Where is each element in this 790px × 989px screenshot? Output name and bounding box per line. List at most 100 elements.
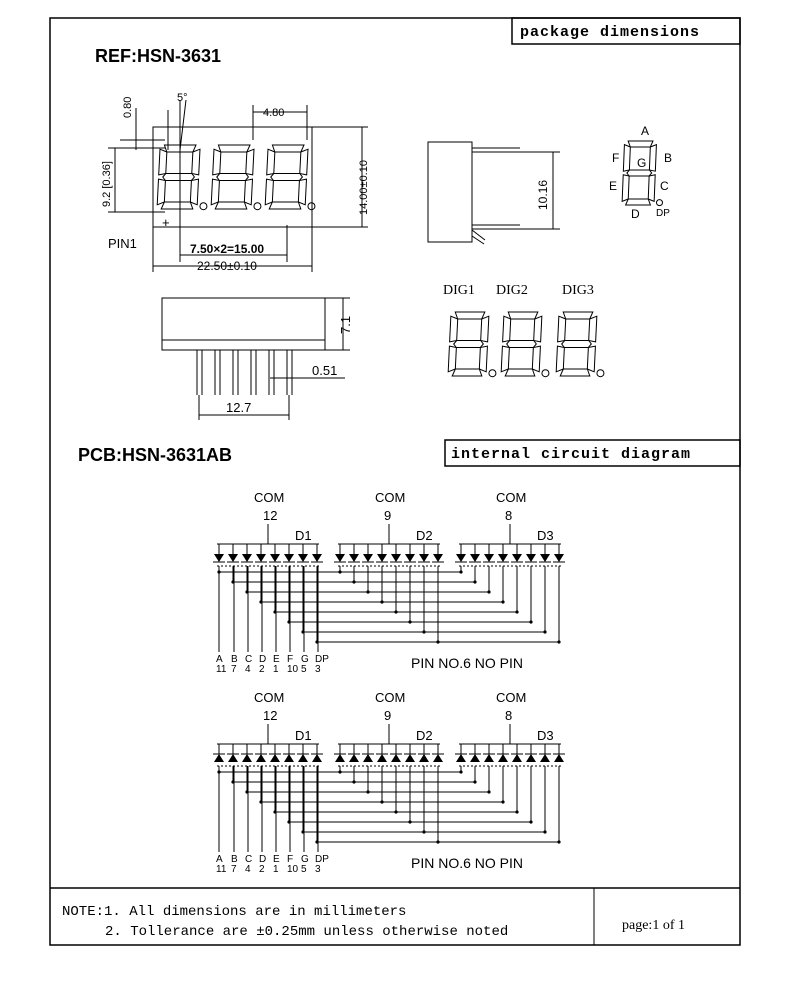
- note-2: 2. Tollerance are ±0.25mm unless otherwi…: [105, 924, 508, 940]
- bottom-body: [161, 297, 326, 351]
- segment-letter: C: [245, 854, 252, 865]
- com-pin-number: 12: [263, 508, 277, 523]
- segment-pin-number: 5: [301, 864, 307, 875]
- legend-d: D: [631, 207, 640, 221]
- segment: [647, 174, 656, 203]
- display-body-outline: [152, 126, 313, 228]
- led-diode: [512, 554, 522, 562]
- segment: [160, 201, 194, 210]
- segment-pin-number: 5: [301, 664, 307, 675]
- dig1-label: DIG1: [443, 283, 475, 298]
- dp-segment: [199, 202, 208, 211]
- led-diode: [377, 554, 387, 562]
- segment-pin-number: 10: [287, 864, 299, 875]
- side-pin-bend: [471, 229, 486, 245]
- segment: [502, 315, 512, 343]
- segment: [210, 178, 220, 206]
- pin1-plus-mark: +: [162, 215, 170, 230]
- segment: [504, 368, 536, 377]
- junction-dot: [543, 830, 547, 834]
- internal-circuit-title: internal circuit diagram: [451, 446, 691, 463]
- segment: [507, 311, 539, 320]
- led-diode: [377, 754, 387, 762]
- dim-051-label: 0.51: [312, 363, 337, 378]
- segment: [586, 345, 596, 373]
- legend-g: G: [637, 156, 646, 170]
- segment: [270, 173, 304, 181]
- led-diode: [270, 554, 280, 562]
- segment-letter: E: [273, 854, 280, 865]
- led-diode: [456, 554, 466, 562]
- led-diode: [349, 754, 359, 762]
- segment-letter: E: [273, 654, 280, 665]
- side-pins: [472, 147, 520, 230]
- led-diode: [298, 754, 308, 762]
- segment-pin-number: 4: [245, 664, 251, 675]
- led-diode: [433, 554, 443, 562]
- segment: [449, 315, 459, 343]
- segment-pin-number: 1: [273, 864, 279, 875]
- segment: [621, 174, 630, 203]
- junction-dot: [422, 630, 426, 634]
- dp-segment: [541, 369, 550, 378]
- led-diode: [498, 754, 508, 762]
- junction-dot: [515, 810, 519, 814]
- sheet-frame: [49, 17, 741, 946]
- led-diode: [214, 754, 224, 762]
- led-diode: [554, 554, 564, 562]
- junction-dot: [459, 770, 463, 774]
- page-number: page:1 of 1: [622, 918, 685, 933]
- segment: [268, 201, 302, 210]
- com-label: COM: [375, 690, 405, 705]
- junction-dot: [515, 610, 519, 614]
- led-diode: [228, 754, 238, 762]
- junction-dot: [408, 820, 412, 824]
- segment-pin-number: 7: [231, 864, 237, 875]
- led-diode: [540, 554, 550, 562]
- segment: [478, 345, 488, 373]
- legend-dp: DP: [656, 208, 670, 219]
- segment-letter: D: [259, 854, 266, 865]
- segment: [271, 144, 305, 153]
- segment: [627, 140, 654, 148]
- segment: [500, 345, 510, 373]
- led-diode: [540, 754, 550, 762]
- led-diode: [391, 754, 401, 762]
- led-diode: [433, 754, 443, 762]
- segment: [189, 178, 200, 206]
- junction-dot: [352, 780, 356, 784]
- led-diode: [419, 754, 429, 762]
- junction-dot: [529, 820, 533, 824]
- internal-circuit-box: [444, 439, 741, 467]
- segment: [264, 178, 274, 206]
- segment-letter: F: [287, 654, 293, 665]
- dim-480-label: 4.80: [263, 107, 284, 119]
- segment-letter: D: [259, 654, 266, 665]
- ref-part-number: REF:HSN-3631: [95, 46, 221, 66]
- led-diode: [298, 554, 308, 562]
- com-pin-number: 8: [505, 508, 512, 523]
- junction-dot: [473, 580, 477, 584]
- segment: [162, 173, 196, 181]
- com-label: COM: [254, 690, 284, 705]
- segment: [447, 345, 457, 373]
- segment-letter: C: [245, 654, 252, 665]
- side-body: [427, 141, 473, 243]
- dim-1400-label: 14.00±0.10: [358, 160, 370, 215]
- junction-dot: [459, 570, 463, 574]
- segment-letter: B: [231, 854, 238, 865]
- pin1-label: PIN1: [108, 236, 137, 251]
- led-diode: [498, 554, 508, 562]
- dim-2250-label: 22.50±0.10: [197, 259, 257, 273]
- segment: [158, 148, 168, 176]
- segment: [562, 311, 594, 320]
- segment-letter: DP: [315, 654, 329, 665]
- segment: [453, 340, 484, 348]
- segment: [217, 144, 251, 153]
- segment-pin-number: 2: [259, 664, 265, 675]
- package-dimensions-title: package dimensions: [520, 24, 700, 41]
- led-diode: [526, 754, 536, 762]
- digit-label: D1: [295, 528, 312, 543]
- segment: [480, 315, 490, 343]
